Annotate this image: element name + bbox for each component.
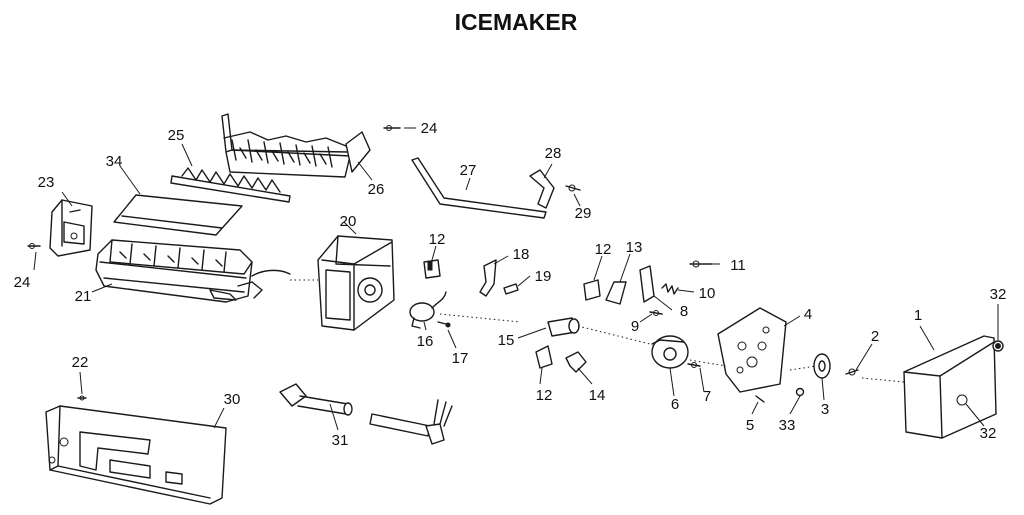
callout-7: 7 — [703, 388, 711, 405]
part-18-lever — [479, 259, 497, 297]
callout-13: 13 — [626, 239, 643, 256]
part-14-thermostat — [565, 351, 587, 373]
callout-33: 33 — [779, 417, 796, 434]
callout-21: 21 — [75, 288, 92, 305]
callout-12-middle: 12 — [595, 241, 612, 258]
part-4-mounting-plate — [717, 307, 787, 393]
callout-32-upper: 32 — [990, 286, 1007, 303]
part-11-screw — [689, 260, 713, 268]
callout-28: 28 — [545, 145, 562, 162]
callout-17: 17 — [452, 350, 469, 367]
callout-30: 30 — [224, 391, 241, 408]
part-8-bracket — [639, 265, 655, 303]
part-12-switch-lower — [535, 345, 553, 369]
part-22-screw — [77, 395, 87, 401]
callout-5: 5 — [746, 417, 754, 434]
part-32-plug-upper — [992, 340, 1004, 352]
part-13-cam — [605, 281, 627, 305]
part-9-screw — [649, 310, 663, 316]
diagram-title: ICEMAKER — [455, 9, 578, 35]
callout-31: 31 — [332, 432, 349, 449]
callout-14: 14 — [589, 387, 606, 404]
callout-11: 11 — [730, 257, 746, 274]
callout-19: 19 — [535, 268, 552, 285]
part-7-screw — [687, 362, 701, 368]
part-28-clip — [529, 169, 555, 209]
part-31-fill-tube — [279, 383, 453, 445]
callout-2: 2 — [871, 328, 879, 345]
callout-29: 29 — [575, 205, 592, 222]
callout-20: 20 — [340, 213, 357, 230]
part-19-screw — [503, 283, 519, 295]
callout-4: 4 — [804, 306, 812, 323]
part-16-solenoid — [409, 291, 447, 329]
callout-26: 26 — [368, 181, 385, 198]
part-15-fitting — [547, 317, 580, 337]
part-27-shutoff-arm — [411, 157, 547, 219]
callout-3: 3 — [821, 401, 829, 418]
part-33-nut — [795, 387, 805, 397]
part-30-front-panel — [45, 405, 227, 505]
callout-12-lower: 12 — [536, 387, 553, 404]
part-6-motor — [651, 335, 689, 369]
part-34-cover — [113, 194, 243, 236]
part-5-screw — [755, 395, 765, 403]
part-2-screw — [845, 368, 905, 383]
part-23-bracket — [49, 199, 93, 257]
callout-32-lower: 32 — [980, 425, 997, 442]
part-17-screw — [437, 321, 451, 328]
callout-9: 9 — [631, 318, 639, 335]
callout-12-upper: 12 — [429, 231, 446, 248]
part-20-housing — [317, 235, 395, 331]
callout-15: 15 — [498, 332, 515, 349]
part-21-mold — [95, 239, 318, 303]
leader-lines — [33, 127, 999, 431]
part-25-heater — [170, 167, 291, 203]
part-24-screw-upper — [383, 125, 401, 131]
callout-labels: 1 2 3 4 5 6 7 8 9 10 11 12 12 12 13 14 1… — [14, 120, 1007, 449]
callout-27: 27 — [460, 162, 477, 179]
callout-24-upper: 24 — [421, 120, 438, 137]
callout-18: 18 — [513, 246, 530, 263]
callout-1: 1 — [914, 307, 922, 324]
callout-23: 23 — [38, 174, 55, 191]
part-1-front-cover — [903, 335, 997, 439]
callout-10: 10 — [699, 285, 716, 302]
part-3-gear — [813, 353, 831, 379]
callout-22: 22 — [72, 354, 89, 371]
callout-6: 6 — [671, 396, 679, 413]
callout-34: 34 — [106, 153, 123, 170]
part-12-switch-upper — [423, 259, 441, 279]
part-26-ejector-assembly — [221, 113, 371, 178]
part-12-switch-middle — [583, 279, 601, 301]
callout-8: 8 — [680, 303, 688, 320]
part-29-screw — [565, 184, 581, 192]
callout-24-left: 24 — [14, 274, 31, 291]
alignment-line — [439, 313, 817, 371]
callout-16: 16 — [417, 333, 434, 350]
part-24-screw-left — [27, 243, 41, 249]
callout-25: 25 — [168, 127, 185, 144]
part-10-spring — [661, 283, 679, 295]
